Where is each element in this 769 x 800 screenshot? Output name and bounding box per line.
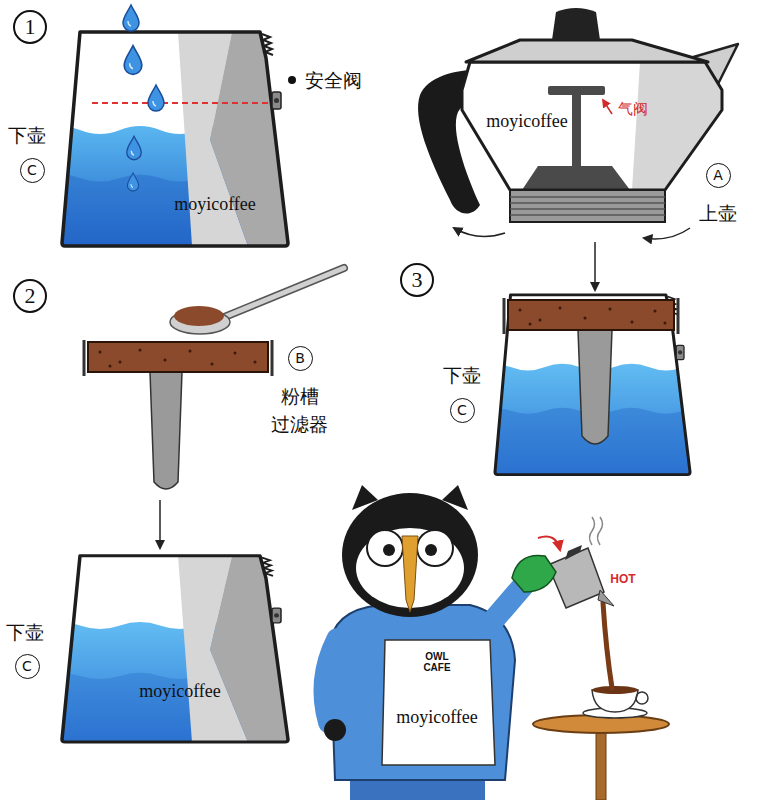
part-name: 气阀 bbox=[618, 100, 648, 120]
watermark: moyicoffee bbox=[139, 680, 221, 703]
apron-logo: OWL CAFE bbox=[418, 651, 456, 674]
upper-pot bbox=[418, 8, 738, 290]
owl-barista bbox=[324, 485, 669, 800]
callout-letter: C bbox=[450, 398, 475, 423]
watermark: moyicoffee bbox=[174, 193, 256, 216]
step-number: 2 bbox=[13, 279, 47, 313]
part-name: 下壶 bbox=[443, 363, 481, 388]
lower-pot-2 bbox=[40, 556, 300, 754]
lower-pot-assembled bbox=[476, 295, 700, 487]
part-name: 安全阀 bbox=[305, 68, 362, 93]
part-name: 上壶 bbox=[699, 201, 737, 226]
watermark: moyicoffee bbox=[486, 110, 568, 133]
step-number: 1 bbox=[13, 10, 47, 44]
callout-letter: B bbox=[288, 346, 313, 371]
part-name: 粉槽 过滤器 bbox=[271, 382, 330, 439]
callout-letter: C bbox=[20, 158, 45, 183]
filter-basket bbox=[84, 268, 344, 548]
part-name: 下壶 bbox=[6, 620, 44, 645]
lower-pot-1 bbox=[40, 5, 300, 260]
part-name: 下壶 bbox=[8, 123, 46, 148]
callout-letter: C bbox=[15, 654, 40, 679]
callout-letter: A bbox=[706, 163, 731, 188]
watermark: moyicoffee bbox=[396, 706, 478, 729]
filter-in-pot bbox=[504, 298, 678, 444]
step-number: 3 bbox=[400, 263, 434, 297]
hot-note: HOT bbox=[610, 572, 635, 588]
